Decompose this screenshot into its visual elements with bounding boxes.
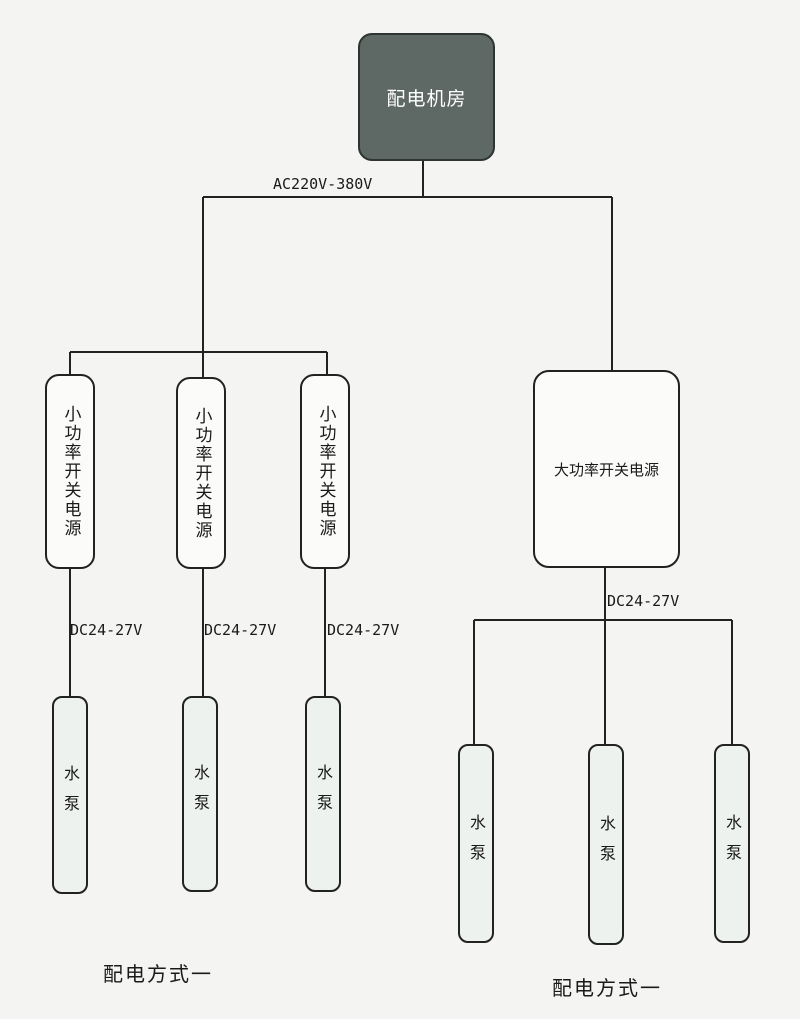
small-psu-3-label: 小功率开关电源 xyxy=(315,405,336,538)
small-psu-3: 小功率开关电源 xyxy=(300,374,350,569)
pump-right-2: 水泵 xyxy=(588,744,624,945)
small-psu-2-label: 小功率开关电源 xyxy=(191,406,212,540)
large-psu-label: 大功率开关电源 xyxy=(553,460,659,479)
pump-right-1: 水泵 xyxy=(458,744,494,943)
small-psu-2: 小功率开关电源 xyxy=(176,377,226,569)
dc-voltage-label-3: DC24-27V xyxy=(327,621,400,639)
pump-left-3: 水泵 xyxy=(305,696,341,892)
dc-voltage-label-4: DC24-27V xyxy=(607,592,680,610)
pump-right-2-label: 水泵 xyxy=(597,814,616,875)
distribution-room-box: 配电机房 xyxy=(358,33,495,161)
pump-left-3-label: 水泵 xyxy=(314,764,333,824)
distribution-room-label: 配电机房 xyxy=(386,87,467,110)
large-psu: 大功率开关电源 xyxy=(533,370,680,568)
small-psu-1-label: 小功率开关电源 xyxy=(60,405,81,538)
small-psu-1: 小功率开关电源 xyxy=(45,374,95,569)
pump-left-1-label: 水泵 xyxy=(61,765,80,825)
pump-right-1-label: 水泵 xyxy=(467,813,486,874)
pump-right-3-label: 水泵 xyxy=(723,813,742,874)
caption-right: 配电方式一 xyxy=(552,976,662,1000)
ac-voltage-label: AC220V-380V xyxy=(273,175,373,193)
dc-voltage-label-2: DC24-27V xyxy=(204,621,277,639)
pump-left-2-label: 水泵 xyxy=(191,764,210,824)
dc-voltage-label-1: DC24-27V xyxy=(70,621,143,639)
caption-left: 配电方式一 xyxy=(103,962,213,986)
pump-right-3: 水泵 xyxy=(714,744,750,943)
pump-left-2: 水泵 xyxy=(182,696,218,892)
pump-left-1: 水泵 xyxy=(52,696,88,894)
